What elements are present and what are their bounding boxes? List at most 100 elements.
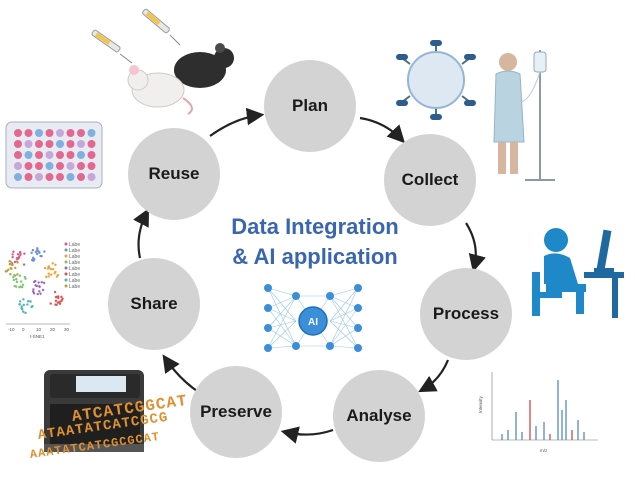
- umap-point: [38, 290, 41, 293]
- well: [14, 173, 22, 181]
- umap-point: [37, 285, 41, 288]
- umap-point: [20, 280, 23, 283]
- well: [24, 151, 33, 159]
- umap-tick-label: 0: [22, 327, 25, 332]
- arrow-analyse-preserve: [280, 426, 334, 444]
- well: [66, 162, 75, 170]
- spectrum-xlabel: m/z: [540, 448, 548, 453]
- umap-point: [32, 288, 35, 291]
- umap-point: [7, 268, 10, 271]
- mass-spectrum-plot: Intensity m/z: [478, 372, 598, 453]
- umap-point: [36, 247, 39, 250]
- well: [77, 173, 85, 181]
- umap-point: [32, 292, 36, 295]
- patient-iv-illustration: [493, 50, 555, 181]
- umap-point: [14, 266, 17, 270]
- syringe-icon: [142, 8, 181, 46]
- well: [24, 162, 33, 170]
- white-mouse-icon: [127, 65, 193, 115]
- arrow-reuse-plan: [209, 107, 265, 137]
- umap-point: [37, 281, 40, 284]
- umap-point: [12, 250, 15, 253]
- well: [35, 173, 43, 181]
- umap-point: [52, 267, 55, 271]
- well: [56, 140, 64, 148]
- umap-point: [10, 267, 13, 270]
- title-line-1: Data Integration: [231, 214, 399, 239]
- well: [24, 173, 33, 181]
- umap-tick-label: 20: [50, 327, 56, 332]
- well: [77, 162, 85, 170]
- step-plan: Plan: [264, 60, 356, 152]
- well: [14, 129, 22, 137]
- umap-point: [30, 305, 33, 309]
- well: [66, 140, 75, 148]
- umap-point: [21, 308, 24, 311]
- umap-point: [31, 248, 35, 252]
- umap-point: [22, 263, 26, 266]
- umap-point: [19, 252, 22, 255]
- umap-point: [56, 295, 60, 298]
- well: [87, 129, 96, 137]
- umap-point: [54, 263, 57, 267]
- person-computer-icon: [532, 228, 624, 318]
- umap-legend-marker: [64, 254, 68, 258]
- umap-legend-label: Label: [69, 260, 80, 266]
- umap-point: [11, 256, 14, 259]
- step-analyse: Analyse: [333, 370, 425, 462]
- well: [35, 140, 43, 148]
- umap-legend-label: Label: [69, 266, 80, 272]
- step-process: Process: [420, 268, 512, 360]
- umap-tick-label: 30: [64, 327, 70, 332]
- umap-legend-label: Label: [69, 242, 80, 248]
- title-line-2: & AI application: [232, 244, 398, 269]
- umap-point: [20, 305, 24, 308]
- umap-tick-label: 10: [36, 327, 42, 332]
- umap-legend-label: Label: [69, 284, 80, 290]
- umap-legend-marker: [64, 248, 68, 252]
- umap-point: [60, 295, 63, 299]
- umap-point: [36, 249, 39, 252]
- umap-xlabel: t-SNE1: [30, 334, 45, 339]
- umap-legend-marker: [64, 278, 68, 282]
- umap-point: [24, 311, 27, 315]
- well: [66, 173, 75, 181]
- umap-legend-marker: [64, 284, 68, 288]
- sequencer-machine-illustration: [44, 370, 144, 452]
- well: [77, 140, 85, 148]
- umap-point: [55, 303, 58, 307]
- well: [24, 140, 33, 148]
- umap-point: [23, 252, 26, 255]
- umap-point: [22, 310, 25, 313]
- umap-point: [56, 273, 60, 277]
- umap-point: [16, 253, 20, 256]
- umap-point: [12, 275, 15, 279]
- umap-point: [43, 266, 47, 270]
- arrow-plan-collect: [359, 116, 406, 144]
- umap-point: [61, 297, 64, 300]
- umap-point: [54, 299, 58, 303]
- umap-point: [39, 254, 42, 258]
- umap-point: [34, 250, 38, 254]
- cell-receptor-illustration: [396, 40, 476, 120]
- umap-point: [46, 267, 50, 270]
- well: [66, 129, 75, 137]
- umap-point: [30, 251, 33, 254]
- umap-point: [31, 290, 35, 293]
- well: [45, 162, 54, 170]
- umap-legend-marker: [64, 242, 68, 246]
- umap-point: [8, 263, 12, 266]
- well: [35, 151, 43, 159]
- mice-syringe-illustration: [91, 8, 234, 115]
- arrow-collect-process: [465, 222, 486, 273]
- well: [14, 162, 22, 170]
- well: [87, 162, 96, 170]
- umap-point: [41, 288, 45, 292]
- umap-legend-label: Label: [69, 272, 80, 278]
- umap-point: [26, 303, 29, 306]
- umap-point: [9, 273, 12, 276]
- umap-point: [15, 277, 18, 281]
- umap-point: [40, 281, 43, 284]
- well: [66, 151, 75, 159]
- umap-point: [30, 258, 34, 262]
